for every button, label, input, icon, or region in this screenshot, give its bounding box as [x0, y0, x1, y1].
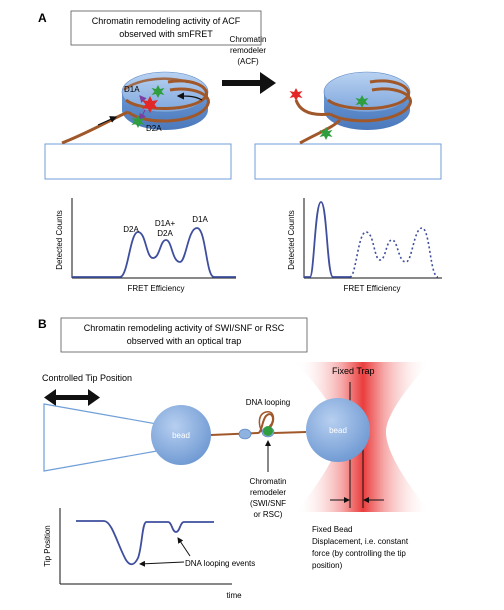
panel-a-title-line2: observed with smFRET — [119, 29, 213, 39]
label-d2a: D2A — [146, 124, 162, 133]
remodeler-b-line1: Chromatin — [250, 477, 287, 486]
remodeler-b-line4: or RSC) — [254, 510, 283, 519]
fixed-trap-label: Fixed Trap — [332, 366, 375, 376]
histogram-curve-right-dotted — [349, 227, 439, 278]
nucleosome-small — [238, 428, 252, 440]
surface-left — [44, 143, 232, 180]
label-d1a: D1A — [124, 85, 140, 94]
fixed-bead-line4: position) — [312, 561, 343, 570]
remodeler-b-line2: remodeler — [250, 488, 286, 497]
nucleosome-right — [254, 71, 442, 180]
peak-label-mixed-2: D2A — [157, 229, 173, 238]
remodeler-green-blob — [263, 426, 273, 436]
panel-a-title-box: Chromatin remodeling activity of ACF obs… — [70, 10, 262, 46]
fret-histogram-right: Detected Counts FRET Efficiency — [287, 198, 442, 293]
bead-right — [306, 398, 370, 462]
panel-a-label: A — [38, 11, 47, 25]
peak-label-d1a: D1A — [192, 215, 208, 224]
looping-pointer-2 — [177, 537, 191, 557]
remodeler-line1: Chromatin — [230, 35, 267, 44]
surface-right — [254, 143, 442, 180]
fixed-bead-line3: force (by controlling the tip — [312, 549, 406, 558]
tip-position-plot: Tip Position time DNA looping events — [43, 508, 255, 600]
acceptor-green-star-d1a — [151, 85, 165, 98]
acceptor-green-star-right-top — [355, 95, 369, 108]
bead-right-label: bead — [329, 426, 347, 435]
dna-loop — [258, 411, 275, 433]
acceptor-green-star-d2a — [131, 115, 145, 128]
panel-a-title-line1: Chromatin remodeling activity of ACF — [92, 16, 241, 26]
panel-b-title-line2: observed with an optical trap — [127, 336, 242, 346]
histogram-curve-left — [72, 227, 236, 278]
dna-looping-label: DNA looping — [246, 398, 290, 407]
ylabel-right: Detected Counts — [287, 210, 296, 270]
donor-red-star-left — [142, 96, 158, 113]
peak-label-mixed-1: D1A+ — [155, 219, 176, 228]
fixed-bead-line1: Fixed Bead — [312, 525, 352, 534]
tip-position-trace — [76, 520, 214, 566]
bead-left-label: bead — [172, 431, 190, 440]
double-headed-arrow — [44, 389, 100, 406]
remodeler-line2: remodeler — [230, 46, 266, 55]
ylabel-left: Detected Counts — [55, 210, 64, 270]
looping-events-label: DNA looping events — [185, 559, 255, 568]
tip-plot-ylabel: Tip Position — [43, 525, 52, 567]
remodeler-line3: (ACF) — [237, 57, 259, 66]
panel-b-title-box: Chromatin remodeling activity of SWI/SNF… — [60, 317, 308, 353]
panel-b-title-line1: Chromatin remodeling activity of SWI/SNF… — [84, 323, 285, 333]
tip-plot-xlabel: time — [226, 591, 242, 600]
histogram-curve-right-solid — [304, 201, 350, 278]
nucleosome-left: D1A D2A — [44, 71, 232, 180]
dna-tether-trap — [210, 413, 307, 436]
looping-pointer-1 — [139, 560, 185, 567]
acf-remodeler-arrow: Chromatin remodeler (ACF) — [222, 35, 276, 94]
acceptor-green-star-right-bottom — [319, 127, 333, 140]
bead-left — [151, 405, 211, 465]
remodeler-b-line3: (SWI/SNF — [250, 499, 286, 508]
dna-tether-left — [61, 110, 129, 145]
controlled-tip-label: Controlled Tip Position — [42, 373, 132, 383]
peak-label-d2a: D2A — [123, 225, 139, 234]
micropipette-tip — [43, 403, 158, 472]
fixed-bead-line2: Displacement, i.e. constant — [312, 537, 409, 546]
fret-histogram-left: Detected Counts FRET Efficiency D2A D1A+… — [55, 198, 236, 293]
panel-b-label: B — [38, 317, 47, 331]
donor-red-star-right — [289, 88, 303, 101]
xlabel-left: FRET Efficiency — [127, 284, 184, 293]
xlabel-right: FRET Efficiency — [343, 284, 400, 293]
